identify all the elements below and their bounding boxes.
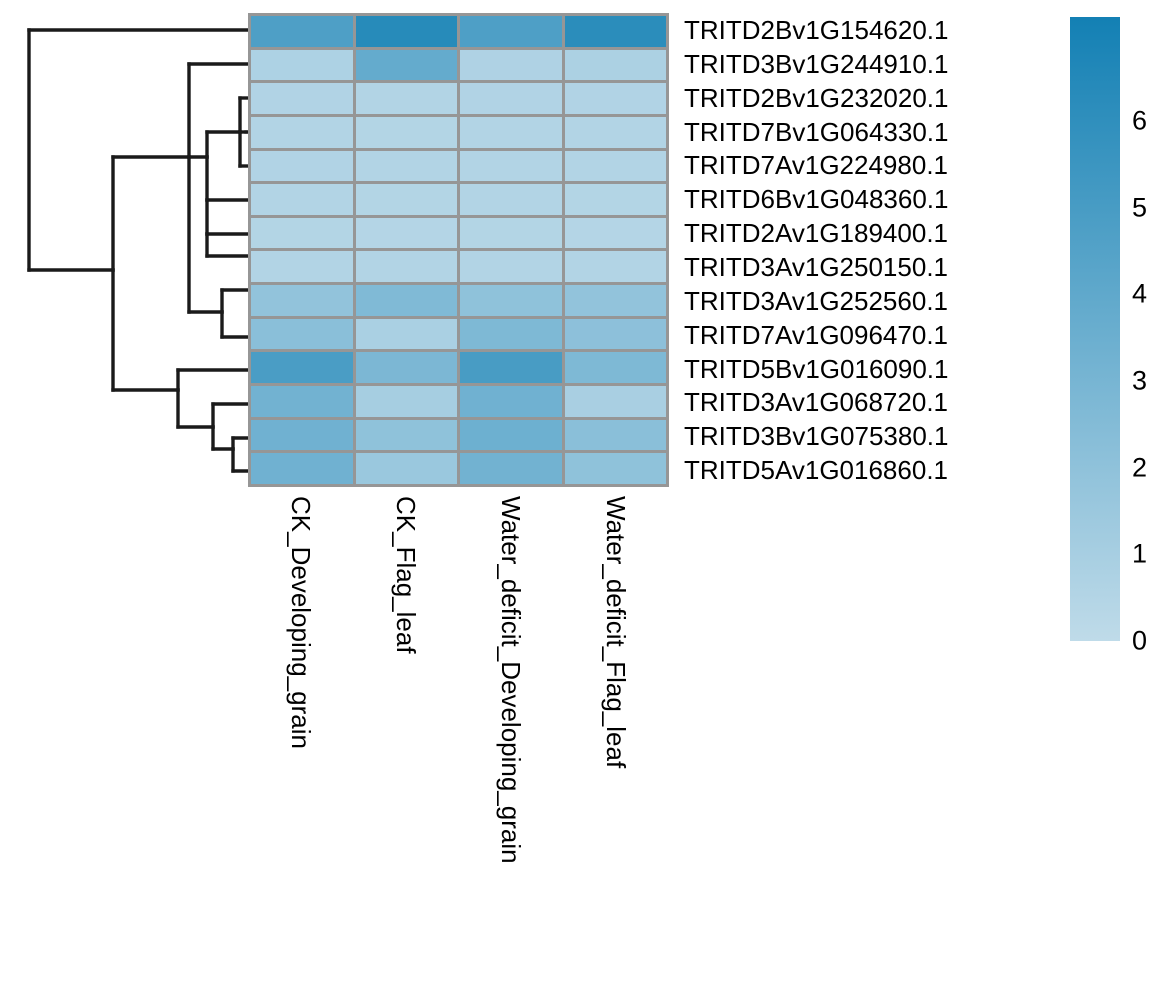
colorbar-tick-label: 1 — [1132, 538, 1148, 569]
column-label-slot: CK_Flag_leaf — [353, 492, 458, 922]
heatmap-cell — [355, 83, 457, 114]
heatmap-cell — [251, 83, 353, 114]
row-label: TRITD7Bv1G064330.1 — [684, 116, 949, 147]
heatmap-cell — [251, 352, 353, 384]
heatmap-cell — [564, 419, 666, 451]
row-label: TRITD3Av1G250150.1 — [684, 251, 948, 282]
heatmap-cell — [251, 453, 353, 484]
heatmap-cell — [460, 453, 562, 484]
heatmap-cell — [460, 184, 562, 215]
heatmap-cell — [251, 285, 353, 316]
heatmap-cell — [355, 318, 457, 350]
row-label: TRITD7Av1G224980.1 — [684, 150, 948, 181]
heatmap-cell — [355, 352, 457, 384]
column-label: CK_Developing_grain — [285, 496, 316, 749]
colorbar-tick-label: 5 — [1132, 192, 1148, 223]
heatmap-cell — [355, 285, 457, 316]
heatmap-cell — [251, 318, 353, 350]
colorbar-tick-label: 2 — [1132, 452, 1148, 483]
heatmap-cell — [564, 453, 666, 484]
row-label: TRITD7Av1G096470.1 — [684, 319, 948, 350]
colorbar-tick-label: 6 — [1132, 105, 1148, 136]
heatmap-cell — [460, 83, 562, 114]
row-label: TRITD3Av1G068720.1 — [684, 387, 948, 418]
heatmap-cell — [564, 251, 666, 283]
column-label: CK_Flag_leaf — [390, 496, 421, 654]
row-label: TRITD6Bv1G048360.1 — [684, 184, 949, 215]
heatmap-cell — [251, 16, 353, 47]
row-label: TRITD2Bv1G232020.1 — [684, 82, 949, 113]
heatmap-cell — [564, 184, 666, 215]
row-label: TRITD5Bv1G016090.1 — [684, 353, 949, 384]
heatmap-cell — [251, 217, 353, 249]
heatmap-cell — [564, 116, 666, 148]
heatmap-cell — [355, 150, 457, 182]
heatmap-cell — [460, 16, 562, 47]
row-label: TRITD3Bv1G075380.1 — [684, 421, 949, 452]
heatmap-cell — [460, 49, 562, 81]
row-label: TRITD2Av1G189400.1 — [684, 218, 948, 249]
heatmap-cell — [251, 150, 353, 182]
heatmap-cell — [355, 419, 457, 451]
row-label: TRITD3Bv1G244910.1 — [684, 48, 949, 79]
heatmap-cell — [460, 318, 562, 350]
heatmap-cell — [564, 352, 666, 384]
heatmap-cell — [564, 386, 666, 417]
heatmap-cell — [564, 150, 666, 182]
column-label: Water_deficit_Developing_grain — [496, 496, 527, 864]
heatmap-cell — [251, 184, 353, 215]
row-label: TRITD5Av1G016860.1 — [684, 455, 948, 486]
column-label-slot: CK_Developing_grain — [248, 492, 353, 922]
row-label: TRITD3Av1G252560.1 — [684, 285, 948, 316]
row-label: TRITD2Bv1G154620.1 — [684, 14, 949, 45]
column-label-list: CK_Developing_grain CK_Flag_leaf Water_def… — [248, 492, 669, 922]
heatmap-cell — [251, 419, 353, 451]
heatmap-cell — [460, 150, 562, 182]
heatmap-cell — [355, 251, 457, 283]
heatmap-cell — [564, 49, 666, 81]
heatmap-matrix — [248, 13, 669, 487]
heatmap-cell — [460, 251, 562, 283]
row-dendrogram — [27, 28, 250, 473]
heatmap-cell — [251, 49, 353, 81]
heatmap-cell — [564, 318, 666, 350]
heatmap-cell — [355, 217, 457, 249]
colorbar: 6 5 4 3 2 1 0 — [1070, 17, 1170, 657]
heatmap-cell-grid — [248, 13, 669, 487]
column-label-slot: Water_deficit_Flag_leaf — [564, 492, 669, 922]
heatmap-cell — [460, 285, 562, 316]
heatmap-cell — [460, 419, 562, 451]
heatmap-cell — [251, 386, 353, 417]
heatmap-cell — [251, 116, 353, 148]
heatmap-cell — [355, 16, 457, 47]
heatmap-cell — [355, 184, 457, 215]
heatmap-cell — [355, 453, 457, 484]
heatmap-cell — [460, 217, 562, 249]
heatmap-cell — [355, 49, 457, 81]
heatmap-cell — [355, 116, 457, 148]
column-label: Water_deficit_Flag_leaf — [601, 496, 632, 769]
heatmap-cell — [564, 16, 666, 47]
heatmap-cell — [460, 386, 562, 417]
column-label-slot: Water_deficit_Developing_grain — [459, 492, 564, 922]
colorbar-tick-label: 0 — [1132, 625, 1148, 656]
colorbar-tick-label: 4 — [1132, 278, 1148, 309]
heatmap-cell — [460, 352, 562, 384]
heatmap-cell — [355, 386, 457, 417]
heatmap-cell — [564, 217, 666, 249]
heatmap-cell — [564, 83, 666, 114]
colorbar-gradient — [1070, 17, 1120, 641]
heatmap-cell — [564, 285, 666, 316]
heatmap-cell — [460, 116, 562, 148]
heatmap-cell — [251, 251, 353, 283]
colorbar-tick-label: 3 — [1132, 365, 1148, 396]
